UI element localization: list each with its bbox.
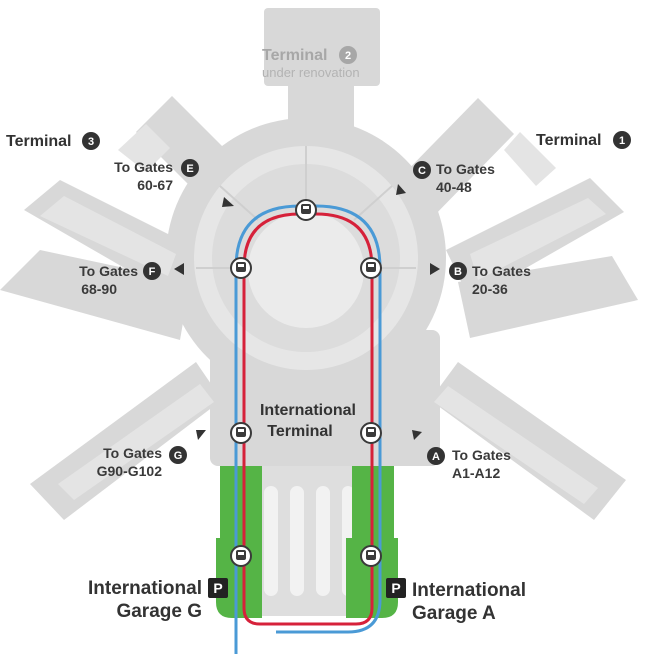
svg-text:C: C	[418, 165, 426, 177]
arrow-gate-a-icon	[412, 430, 422, 440]
svg-text:To Gates: To Gates	[114, 159, 173, 175]
svg-text:G90-G102: G90-G102	[97, 463, 163, 479]
svg-text:Garage G: Garage G	[116, 601, 202, 622]
arrow-gate-f-icon	[174, 263, 184, 275]
terminal-1-number-icon	[613, 131, 631, 149]
gate-f-badge-icon	[143, 262, 161, 280]
svg-text:International: International	[412, 580, 526, 601]
terminal-3-number-icon	[82, 132, 100, 150]
garage-g-label[interactable]: International Garage G P	[88, 578, 228, 622]
svg-text:F: F	[149, 266, 156, 278]
svg-text:Terminal: Terminal	[267, 423, 333, 440]
terminal-2-note: under renovation	[262, 65, 360, 80]
svg-text:A: A	[432, 451, 440, 463]
gate-g-label[interactable]: To Gates G90-G102 G	[97, 445, 187, 479]
svg-text:To Gates: To Gates	[103, 445, 162, 461]
svg-text:G: G	[174, 450, 183, 462]
svg-text:E: E	[186, 163, 193, 175]
terminal-2-number-icon	[339, 46, 357, 64]
arrow-gate-c-icon	[396, 184, 406, 195]
gate-a-label[interactable]: A To Gates A1-A12	[427, 447, 511, 481]
international-terminal-label: International Terminal	[260, 402, 356, 440]
arrow-gate-e-icon	[222, 197, 234, 207]
svg-text:60-67: 60-67	[137, 177, 173, 193]
svg-text:40-48: 40-48	[436, 179, 472, 195]
terminal-2-title: Terminal	[262, 47, 328, 64]
terminal-2-building	[264, 8, 380, 86]
gate-e-badge-icon	[181, 159, 199, 177]
gate-a-badge-icon	[427, 447, 445, 465]
svg-text:To Gates: To Gates	[436, 161, 495, 177]
svg-text:Terminal: Terminal	[6, 133, 72, 150]
svg-text:Garage A: Garage A	[412, 603, 496, 624]
tram-icon[interactable]	[360, 257, 382, 279]
svg-text:20-36: 20-36	[472, 281, 508, 297]
svg-text:International: International	[88, 578, 202, 599]
gate-e-label[interactable]: To Gates 60-67 E	[114, 159, 199, 193]
gate-f-label[interactable]: To Gates 68-90 F	[79, 262, 161, 297]
svg-text:Terminal: Terminal	[536, 132, 602, 149]
direction-arrows	[174, 184, 440, 440]
blue-line	[234, 204, 382, 654]
gate-b-badge-icon	[449, 262, 467, 280]
gate-c-badge-icon	[413, 161, 431, 179]
gate-b-label[interactable]: B To Gates 20-36	[449, 262, 531, 297]
garage-a-label[interactable]: P International Garage A	[386, 578, 526, 624]
parking-icon	[208, 578, 228, 598]
terminal-2-label: Terminal 2 under renovation	[262, 46, 360, 80]
tram-icon[interactable]	[230, 257, 252, 279]
svg-text:International: International	[260, 402, 356, 419]
arrow-gate-b-icon	[430, 263, 440, 275]
svg-text:1: 1	[619, 135, 625, 147]
tram-icon[interactable]	[230, 422, 252, 444]
svg-text:3: 3	[88, 136, 94, 148]
tram-icon[interactable]	[360, 545, 382, 567]
parking-icon	[386, 578, 406, 598]
arrow-gate-g-icon	[196, 430, 206, 440]
terminal-3-label: Terminal 3	[6, 132, 100, 150]
stations	[230, 199, 382, 567]
arm-details	[40, 124, 606, 504]
svg-text:To Gates: To Gates	[472, 263, 531, 279]
svg-text:68-90: 68-90	[81, 281, 117, 297]
international-terminal-building	[210, 330, 440, 466]
svg-text:A1-A12: A1-A12	[452, 465, 500, 481]
svg-text:To Gates: To Gates	[79, 263, 138, 279]
garage-g-shape	[220, 466, 262, 538]
svg-text:B: B	[454, 266, 462, 278]
gate-g-badge-icon	[169, 446, 187, 464]
svg-text:To Gates: To Gates	[452, 447, 511, 463]
svg-text:P: P	[391, 580, 400, 596]
tram-icon[interactable]	[230, 545, 252, 567]
tram-icon[interactable]	[295, 199, 317, 221]
svg-text:2: 2	[345, 50, 351, 62]
gate-c-label[interactable]: C To Gates 40-48	[413, 161, 495, 195]
svg-text:P: P	[213, 580, 222, 596]
tram-icon[interactable]	[360, 422, 382, 444]
terminal-1-label: Terminal 1	[536, 131, 631, 149]
